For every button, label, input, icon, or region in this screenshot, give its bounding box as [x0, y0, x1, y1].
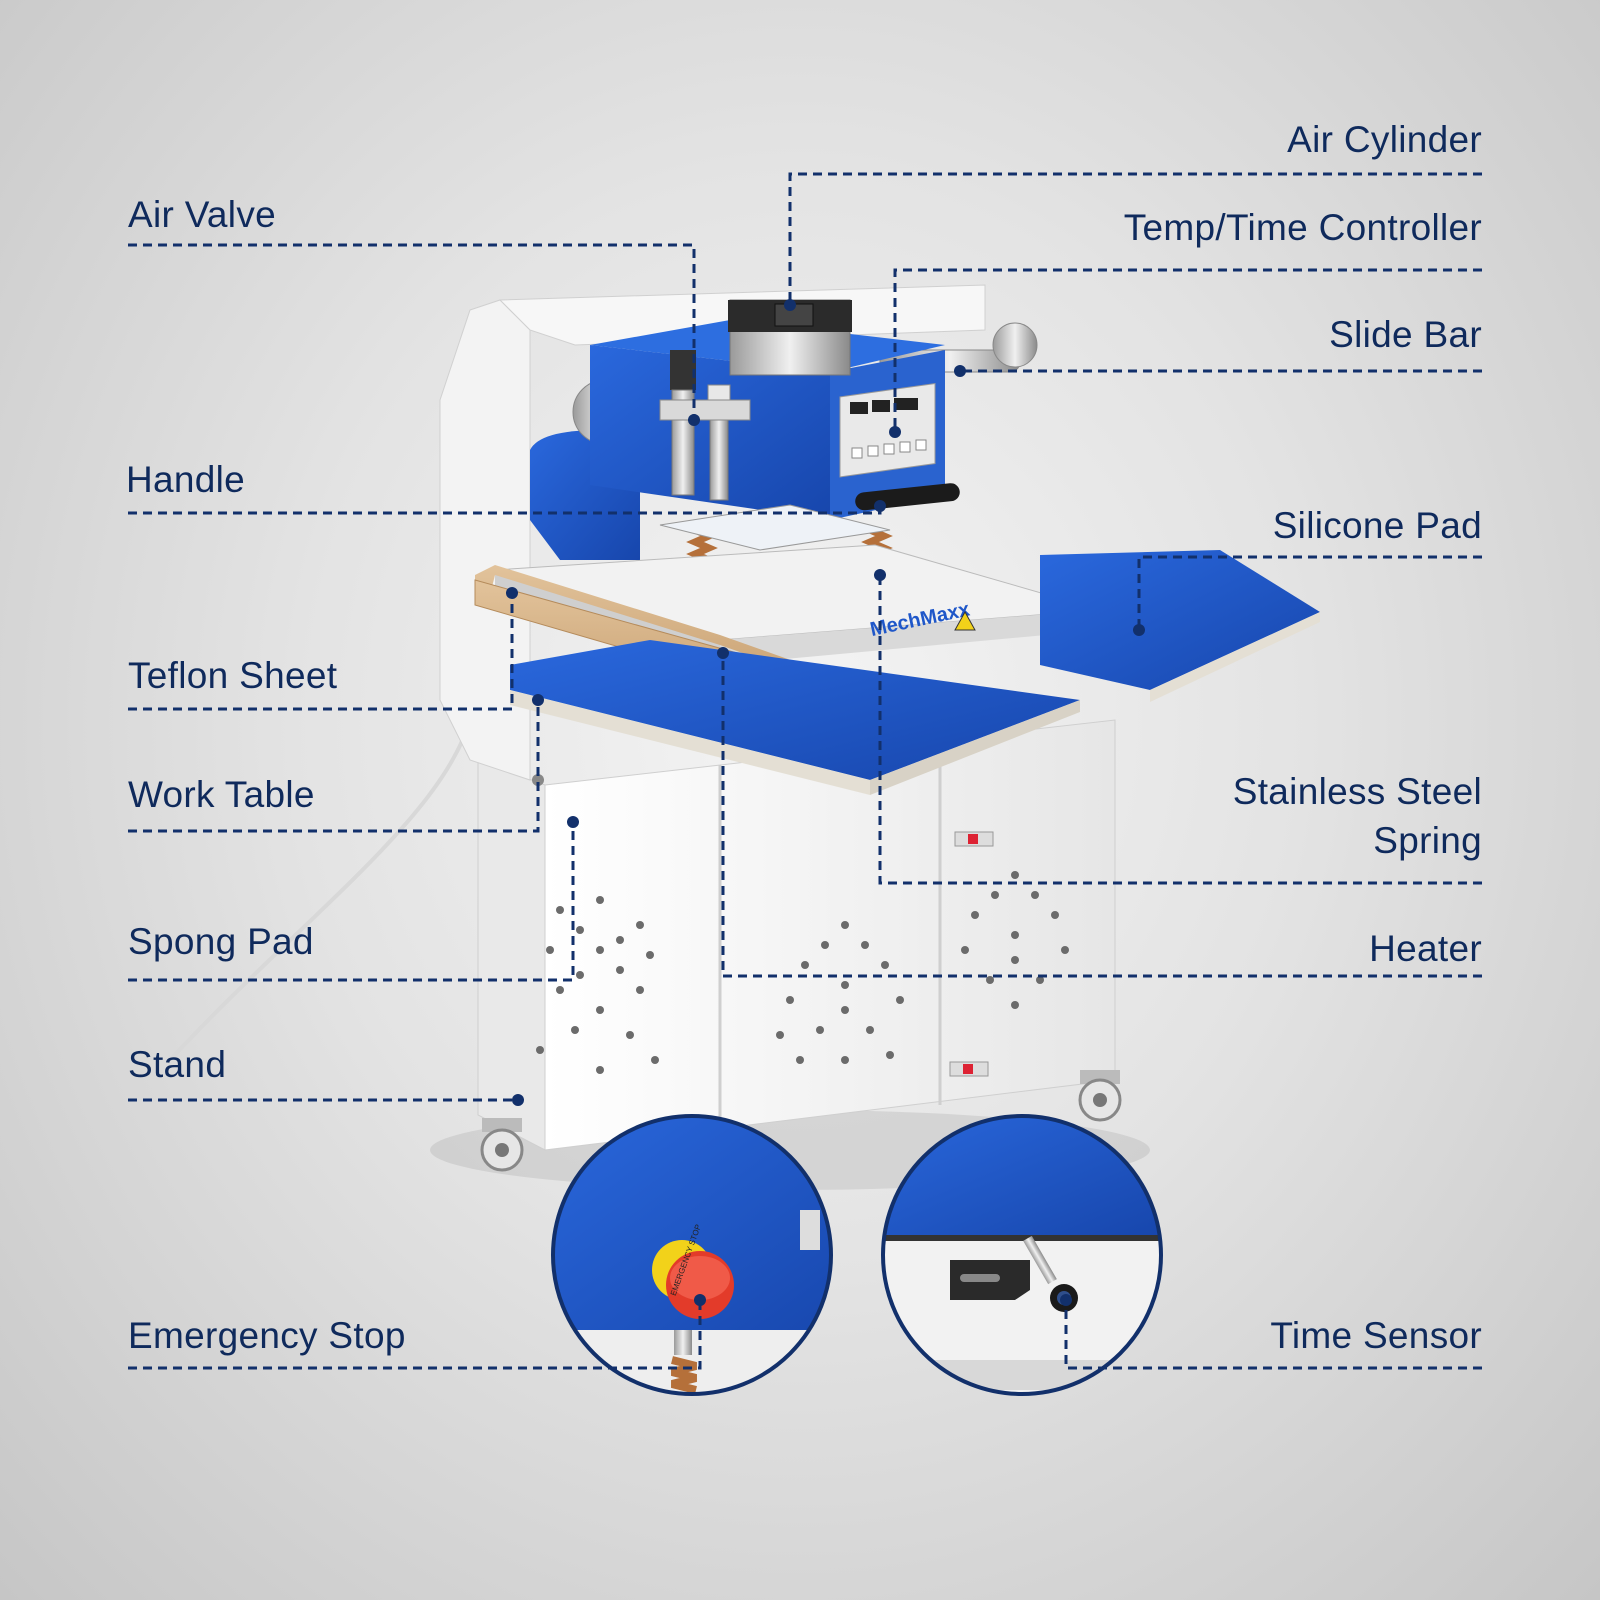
dot-time-sensor	[1060, 1294, 1072, 1306]
cabinet-side	[477, 759, 546, 1151]
heat-press-machine: MechMaxx	[168, 284, 1320, 1190]
leader-stainless-steel-spring	[878, 575, 1482, 885]
stand	[477, 719, 1122, 1172]
dot-air-valve	[688, 414, 700, 426]
vent-pattern-left	[536, 896, 659, 1074]
caster-wheel	[480, 1118, 524, 1172]
latch-red	[963, 1064, 973, 1074]
leader-air-cylinder	[788, 172, 1482, 305]
dot-emergency-stop	[694, 1294, 706, 1306]
dot-air-cylinder	[784, 299, 796, 311]
caster-wheel	[1078, 1070, 1122, 1122]
stop-mount	[532, 774, 544, 786]
label-silicone-pad: Silicone Pad	[1272, 505, 1482, 546]
label-air-valve: Air Valve	[128, 194, 277, 235]
leader-emergency-stop	[128, 1300, 702, 1370]
label-stainless-steel-spring-line2: Spring	[1373, 820, 1482, 861]
label-stainless-steel-spring-line1: Stainless Steel	[1232, 771, 1482, 812]
label-heater: Heater	[1369, 928, 1482, 969]
warning-sticker	[954, 610, 976, 631]
heater-front	[720, 610, 1100, 665]
label-slide-bar: Slide Bar	[1329, 314, 1482, 355]
silicone-pad	[1040, 550, 1320, 702]
work-table	[510, 640, 1080, 795]
control-buttons	[851, 439, 927, 459]
vent-pattern-right	[961, 871, 1069, 1009]
dot-heater	[717, 647, 729, 659]
dot-slide-bar	[954, 365, 966, 377]
label-handle: Handle	[126, 459, 246, 500]
latch-red	[968, 834, 978, 844]
label-emergency-stop: Emergency Stop	[128, 1315, 406, 1356]
label-spong-pad: Spong Pad	[128, 921, 314, 962]
label-temp-time-controller: Temp/Time Controller	[1123, 207, 1482, 248]
dot-stand	[512, 1094, 524, 1106]
leader-work-table	[128, 700, 540, 833]
leader-teflon-sheet	[128, 593, 514, 711]
dot-stainless-steel-spring	[874, 569, 886, 581]
leader-temp-time-controller	[893, 268, 1482, 432]
heater: MechMaxx	[494, 544, 1101, 665]
emergency-stop-inset: EMERGENCY STOP	[551, 1114, 833, 1396]
label-teflon-sheet: Teflon Sheet	[128, 655, 338, 696]
vent-pattern-middle	[776, 921, 904, 1064]
leader-silicone-pad	[1137, 555, 1482, 630]
control-panel	[839, 383, 936, 478]
leader-air-valve	[128, 243, 696, 420]
leader-time-sensor	[1064, 1300, 1482, 1370]
label-work-table: Work Table	[128, 774, 315, 815]
leader-heater	[721, 653, 1482, 978]
dot-spong-pad	[567, 816, 579, 828]
press-head	[590, 299, 960, 520]
air-hose	[168, 719, 472, 1062]
dot-temp-time-controller	[889, 426, 901, 438]
dot-silicone-pad	[1133, 624, 1145, 636]
leader-lines	[128, 172, 1482, 1370]
leader-dots	[506, 299, 1145, 1306]
dot-work-table	[532, 694, 544, 706]
dot-handle	[874, 500, 886, 512]
control-display	[850, 398, 918, 414]
label-time-sensor: Time Sensor	[1270, 1315, 1482, 1356]
dot-teflon-sheet	[506, 587, 518, 599]
air-valve	[659, 350, 751, 501]
frame-side	[439, 299, 531, 781]
label-stand: Stand	[128, 1044, 227, 1085]
label-air-cylinder: Air Cylinder	[1287, 119, 1482, 160]
